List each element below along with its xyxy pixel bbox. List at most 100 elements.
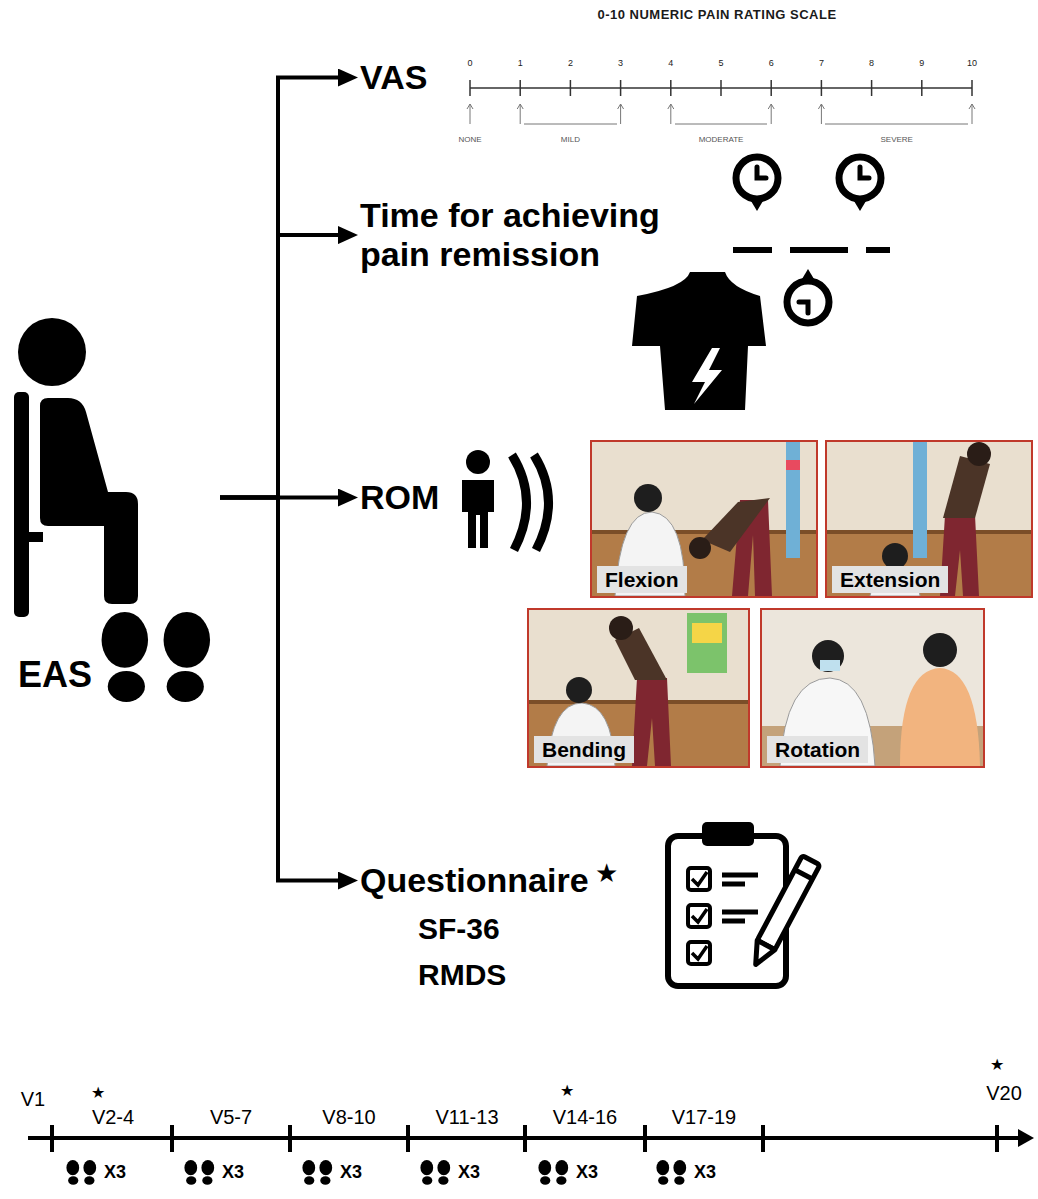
outcome-heading: Questionnaire [360, 861, 589, 900]
rotation-photo [760, 608, 985, 768]
clock-icons [736, 157, 778, 211]
bending-photo [527, 608, 750, 768]
seated-person-icon [14, 318, 138, 617]
scale-category: NONE [458, 135, 481, 144]
clipboard-icon [747, 856, 820, 970]
clipboard-icon [688, 942, 710, 964]
connector-arrow [220, 498, 350, 881]
clipboard-icon [668, 822, 820, 986]
scale-range-bracket [467, 104, 975, 124]
repeat-count: X3 [104, 1162, 126, 1183]
bending-photo [692, 623, 722, 643]
photo-caption: Flexion [597, 566, 687, 593]
torso-pain-icon [632, 272, 766, 410]
visit-timeline [761, 1125, 765, 1152]
visit-label: V1 [21, 1088, 45, 1111]
flexion-photo [689, 537, 711, 559]
seated-person-icon [14, 392, 29, 617]
intervention-figure: EAS [8, 300, 220, 695]
clipboard-icon [722, 875, 758, 921]
photo-panel: Extension [825, 440, 1033, 598]
scale-range-bracket [517, 104, 623, 124]
visit-timeline [995, 1125, 999, 1152]
pain-rating-scale [821, 80, 823, 96]
pain-rating-scale [720, 80, 722, 96]
photo-caption: Bending [534, 736, 634, 763]
node-label: Time for achieving pain remission [360, 196, 720, 274]
pain-rating-scale [871, 80, 873, 96]
flexion-photo [786, 440, 800, 558]
clipboard-icon [795, 870, 813, 879]
clock-icons [787, 269, 829, 323]
extension-photo [825, 440, 1033, 598]
clipboard-icon [702, 822, 754, 846]
visit-label: V20 [986, 1082, 1022, 1105]
star-mark: ★ [91, 1084, 105, 1102]
footprint-icon-large [102, 612, 211, 702]
connector-arrow [220, 78, 350, 498]
scale-number: 9 [919, 58, 924, 68]
repeat-count: X3 [458, 1162, 480, 1183]
rotation-photo [820, 660, 840, 671]
pain-rating-scale [570, 80, 572, 96]
scale-number: 6 [769, 58, 774, 68]
footprint-icon-small [656, 1160, 686, 1185]
scale-number: 10 [967, 58, 977, 68]
extension-photo [913, 440, 927, 558]
clipboard-icon [757, 856, 820, 950]
visit-label: V17-19 [672, 1106, 737, 1129]
node-label: VAS [360, 58, 427, 97]
repeat-count: X3 [340, 1162, 362, 1183]
footprint-icon-small [184, 1160, 214, 1185]
flexion-photo [702, 498, 770, 552]
visit-timeline [50, 1125, 54, 1152]
range-of-motion-icon [462, 480, 494, 548]
scale-number: 2 [568, 58, 573, 68]
photo-caption: Rotation [767, 736, 868, 763]
outcome-heading: VAS [360, 58, 427, 97]
photo-panel: Flexion [590, 440, 818, 598]
flexion-photo [590, 440, 818, 598]
visit-label: V11-13 [435, 1106, 498, 1129]
visit-label: V14-16 [553, 1106, 618, 1129]
timeline-arrowhead [1018, 1129, 1034, 1147]
clipboard-icon [668, 836, 786, 986]
scale-range-bracket [668, 104, 774, 124]
repeat-count: X3 [694, 1162, 716, 1183]
scale-number: 4 [668, 58, 673, 68]
pain-rating-scale [670, 80, 672, 96]
star-mark: ★ [595, 859, 618, 889]
clipboard-icon [688, 868, 710, 890]
pain-rating-scale [620, 80, 622, 96]
range-of-motion-icon [466, 450, 490, 474]
rotation-photo [812, 640, 844, 672]
visit-label: V2-4 [92, 1106, 134, 1129]
node-label: EAS [18, 654, 92, 695]
timeline-dashes [790, 247, 848, 253]
bending-photo [632, 678, 671, 766]
node-label: ROM [360, 478, 439, 517]
visit-label: V8-10 [322, 1106, 375, 1129]
pain-rating-scale [921, 80, 923, 96]
rotation-photo [900, 668, 980, 766]
questionnaire-name: RMDS [418, 958, 506, 993]
scale-number: 7 [819, 58, 824, 68]
timeline-dashes [733, 247, 890, 253]
pain-rating-scale [770, 80, 772, 96]
outcome-heading: ROM [360, 478, 439, 517]
visit-timeline [288, 1125, 292, 1152]
scale-range-bracket [467, 104, 473, 124]
clipboard-icon [692, 872, 707, 959]
footprint-icon-small [302, 1160, 332, 1185]
scale-category: MODERATE [699, 135, 744, 144]
flexion-photo [590, 530, 818, 534]
extension-photo [967, 442, 991, 466]
flexion-photo [786, 460, 800, 470]
star-mark: ★ [560, 1082, 574, 1100]
bending-photo [609, 616, 633, 640]
seated-person-icon [29, 532, 43, 542]
visit-label: V5-7 [210, 1106, 252, 1129]
